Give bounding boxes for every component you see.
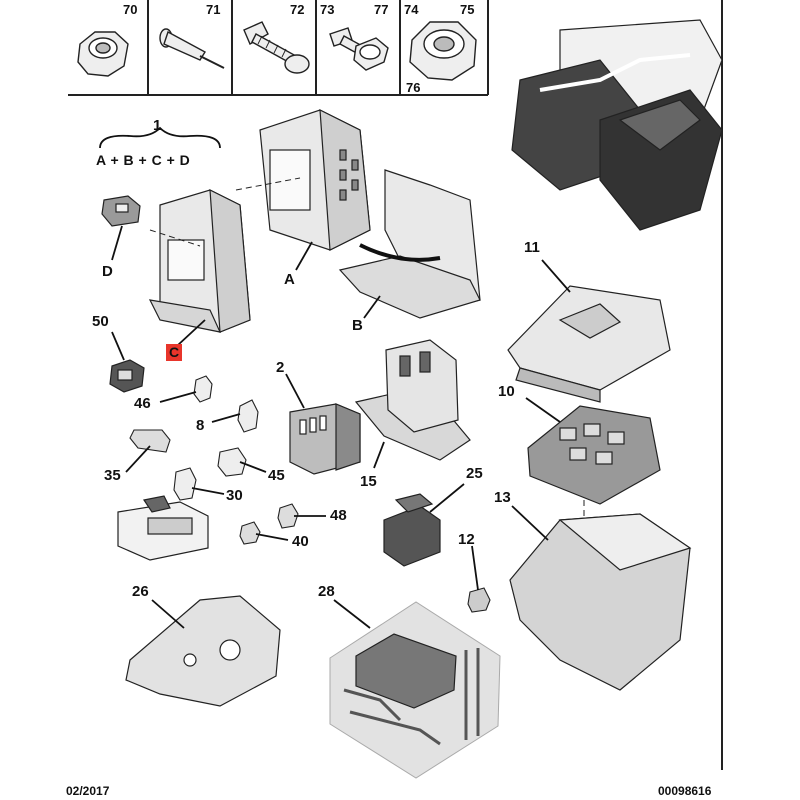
relay-50-icon[interactable] — [109, 359, 145, 393]
tray-13-icon[interactable] — [509, 513, 692, 691]
screw-72-icon[interactable] — [243, 21, 310, 74]
callout-30[interactable]: 30 — [226, 487, 243, 504]
relay-holder-15-icon[interactable] — [354, 339, 471, 461]
callout-28[interactable]: 28 — [318, 583, 335, 600]
header-fastener-table — [68, 0, 723, 770]
part-b-bracket[interactable] — [338, 169, 481, 319]
ref-75-label: 75 — [460, 2, 475, 17]
ref-77-label: 77 — [374, 2, 389, 17]
callout-13[interactable]: 13 — [494, 489, 511, 506]
relay-module-10-icon[interactable] — [527, 405, 661, 505]
callout-2[interactable]: 2 — [276, 359, 285, 376]
component-c-label[interactable]: C — [166, 344, 183, 361]
ref-70-label: 70 — [123, 2, 138, 17]
fuse-30-icon[interactable] — [173, 467, 197, 501]
sensor-25-icon[interactable] — [383, 493, 441, 567]
assembly-brace — [99, 126, 221, 149]
dashed-link-c-a — [235, 177, 301, 191]
part-a-housing[interactable] — [259, 108, 371, 251]
fuse-48-icon[interactable] — [277, 503, 299, 529]
ref-74-label: 74 — [404, 2, 419, 17]
callout-15[interactable]: 15 — [360, 473, 377, 490]
relay-block-2-icon[interactable] — [289, 403, 361, 475]
footer-doc-number: 00098616 — [658, 784, 712, 798]
ref-71-label: 71 — [206, 2, 221, 17]
relay-base-30-icon[interactable] — [117, 495, 209, 561]
footer-date: 02/2017 — [66, 784, 110, 798]
fuse-46-icon[interactable] — [193, 375, 213, 403]
callout-12[interactable]: 12 — [458, 531, 475, 548]
callout-8[interactable]: 8 — [196, 417, 205, 434]
callout-45[interactable]: 45 — [268, 467, 285, 484]
callout-25[interactable]: 25 — [466, 465, 483, 482]
dashed-link-d-c — [149, 229, 201, 247]
callout-40[interactable]: 40 — [292, 533, 309, 550]
callout-48[interactable]: 48 — [330, 507, 347, 524]
wiring-kit-28-module — [343, 633, 480, 746]
fuse-45-icon[interactable] — [217, 447, 247, 477]
ref-73-label: 73 — [320, 2, 335, 17]
assembly-formula: A + B + C + D — [96, 152, 191, 168]
nut-74-75-76-icon[interactable] — [409, 21, 477, 81]
ref-72-label: 72 — [290, 2, 305, 17]
lid-11-icon[interactable] — [507, 285, 671, 403]
fuse-8-icon[interactable] — [237, 399, 259, 433]
nut-70-icon[interactable] — [77, 31, 129, 77]
clip-35-icon[interactable] — [129, 429, 171, 453]
bracket-26-icon[interactable] — [125, 595, 281, 707]
component-a-label[interactable]: A — [284, 271, 295, 288]
screw-73-77-icon[interactable] — [329, 27, 389, 71]
fuse-40-icon[interactable] — [239, 521, 261, 545]
rivet-71-icon[interactable] — [159, 28, 225, 69]
callout-26[interactable]: 26 — [132, 583, 149, 600]
clip-12-icon[interactable] — [467, 587, 491, 613]
ref-76-label: 76 — [406, 80, 421, 95]
component-d-label[interactable]: D — [102, 263, 113, 280]
callout-35[interactable]: 35 — [104, 467, 121, 484]
component-b-label[interactable]: B — [352, 317, 363, 334]
part-d-cover[interactable] — [101, 195, 141, 227]
callout-46[interactable]: 46 — [134, 395, 151, 412]
callout-11[interactable]: 11 — [524, 239, 540, 256]
callout-10[interactable]: 10 — [498, 383, 515, 400]
part-c-fuse-block[interactable] — [148, 188, 251, 333]
assembly-1-label[interactable]: 1 — [153, 117, 162, 134]
callout-50[interactable]: 50 — [92, 313, 109, 330]
leader-lines — [111, 225, 571, 629]
battery-fusebox-assembly — [511, 19, 723, 231]
